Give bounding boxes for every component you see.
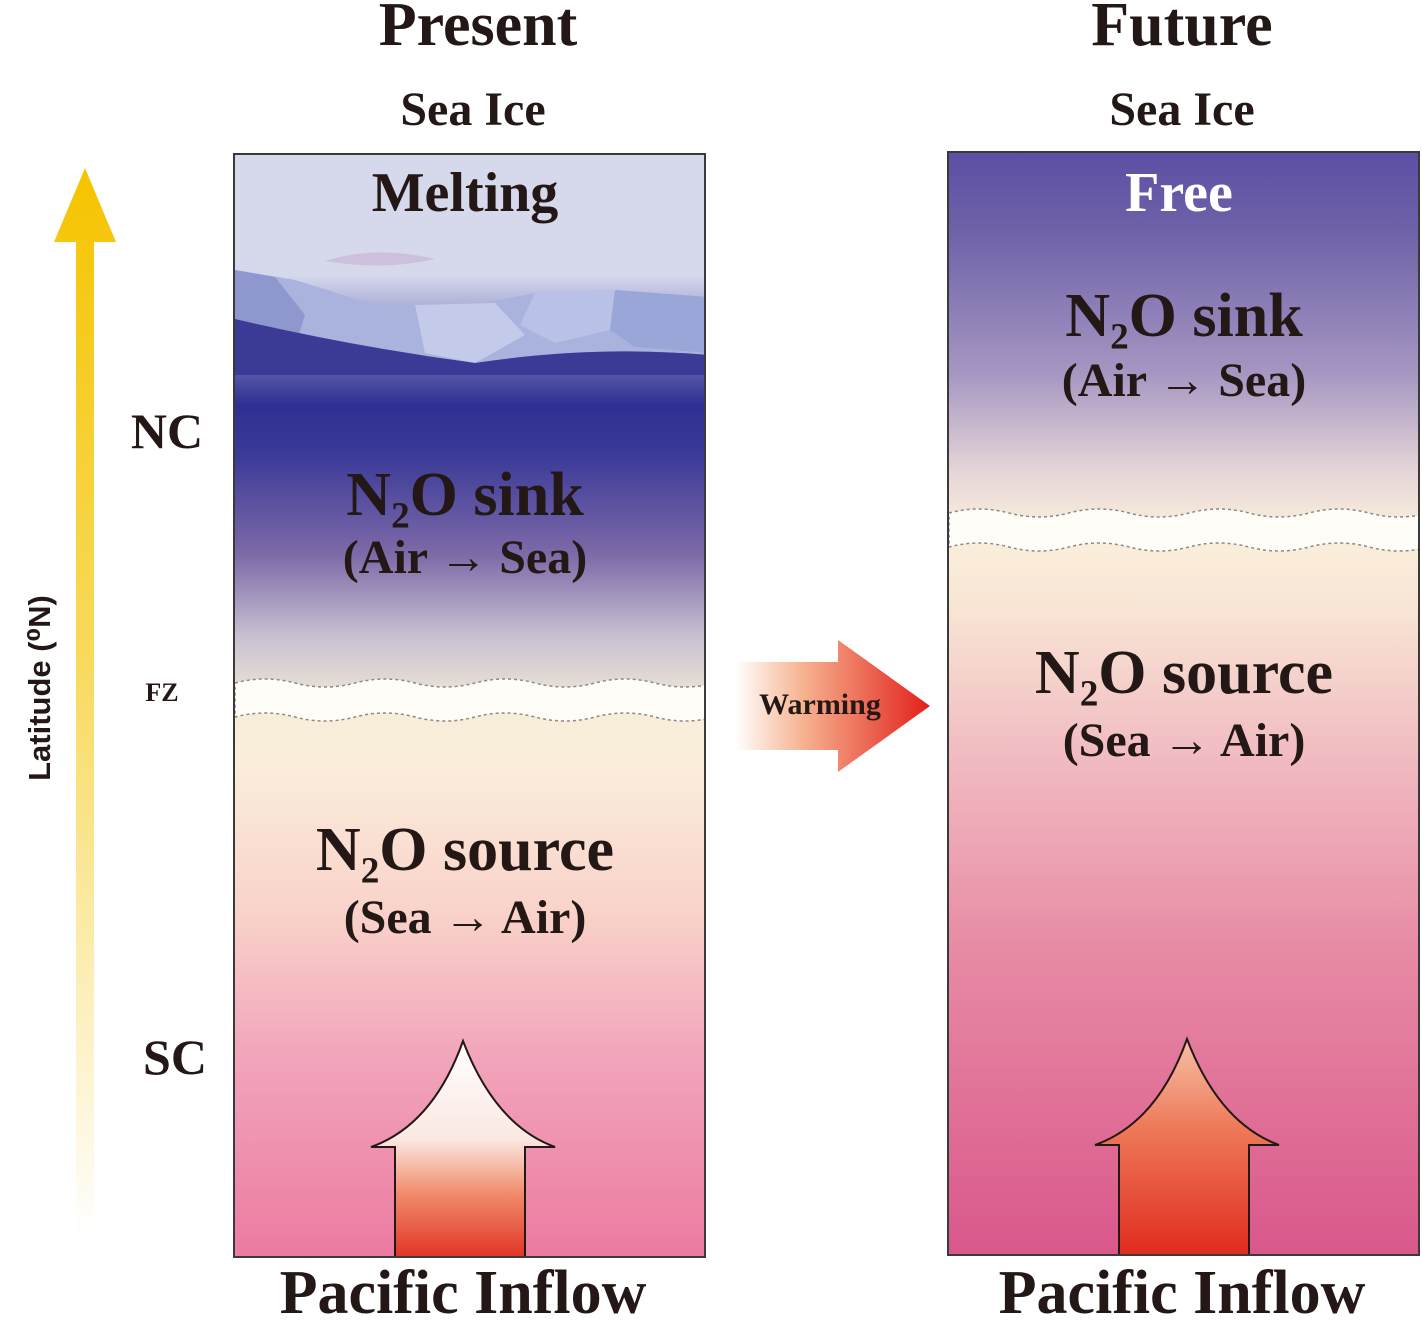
future-source-label: N₂O source	[1034, 639, 1334, 707]
marker-nc: NC	[130, 403, 204, 459]
marker-sc: SC	[143, 1029, 207, 1085]
future-sink-label: N₂O sink	[1065, 282, 1303, 350]
present-inflow-label: Pacific Inflow	[279, 1259, 647, 1327]
future-inflow-label: Pacific Inflow	[998, 1259, 1366, 1327]
present-sink-flux: (Air → Sea)	[342, 531, 588, 584]
present-panel: Melting N₂O sink (Air → Sea) N₂O source …	[233, 153, 706, 1258]
marker-fz: FZ	[145, 678, 179, 707]
frontal-zone-wave	[235, 678, 704, 722]
future-inflow-arrow	[1094, 1036, 1280, 1254]
sea-ice-icon	[235, 252, 704, 375]
future-ice-state: Free	[1125, 162, 1233, 224]
future-frontal-zone-wave	[949, 508, 1418, 552]
warming-label: Warming	[759, 688, 881, 721]
future-panel: Free N₂O sink (Air → Sea) N₂O source (Se…	[947, 151, 1420, 1256]
present-sink-label: N₂O sink	[346, 461, 584, 529]
present-source-label: N₂O source	[315, 816, 615, 884]
future-sink-flux: (Air → Sea)	[1061, 354, 1307, 407]
present-heading: Present	[378, 0, 578, 59]
present-source-flux: (Sea → Air)	[343, 891, 587, 944]
future-heading: Future	[1091, 0, 1273, 59]
warming-arrow	[735, 640, 930, 772]
present-subheading: Sea Ice	[400, 83, 546, 136]
future-subheading: Sea Ice	[1109, 83, 1255, 136]
latitude-arrow	[54, 168, 116, 1240]
present-ice-state: Melting	[371, 162, 559, 224]
future-source-flux: (Sea → Air)	[1062, 714, 1306, 767]
present-inflow-arrow	[370, 1038, 556, 1256]
latitude-axis-label: Latitude (⁰N)	[22, 595, 57, 781]
